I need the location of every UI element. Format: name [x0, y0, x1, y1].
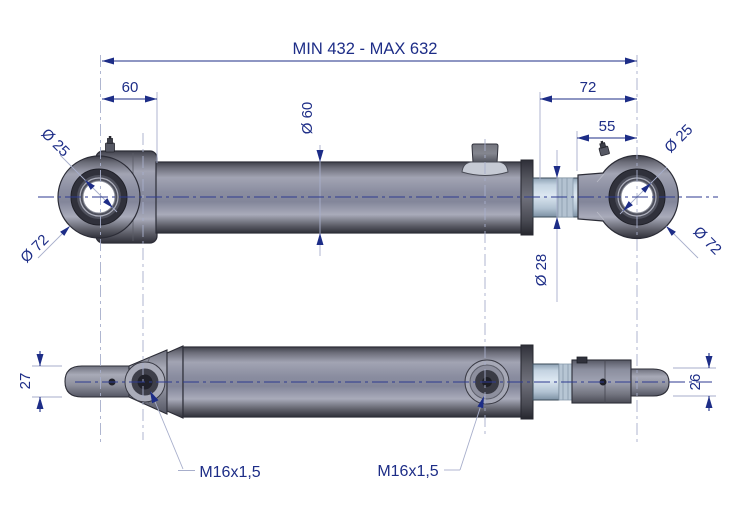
barrel-diameter-label: Ø 60 [299, 102, 316, 135]
dimension-lines [36, 57, 713, 412]
overall-length-label: MIN 432 - MAX 632 [293, 40, 438, 58]
top-plan-view [64, 344, 670, 420]
chamfer-line [596, 173, 605, 183]
grease-nipple-icon [105, 136, 115, 153]
offset-left-label: 60 [122, 79, 139, 96]
centerlines [38, 55, 718, 442]
chamfer-line [596, 211, 605, 221]
cap-shoulder [166, 345, 184, 419]
eye-width-left-label: 27 [17, 373, 34, 390]
eye-bore-right-label: Ø 25 [661, 121, 696, 156]
offset-right-label: 72 [580, 79, 597, 96]
grease-nipple-icon [598, 140, 610, 157]
rod-end-length-label: 55 [599, 118, 616, 135]
port-thread-left-label: M16x1,5 [199, 464, 260, 481]
eye-width-right-label: 26 [687, 374, 704, 391]
side-view [57, 136, 679, 244]
eye-bore-left-label: Ø 25 [38, 125, 73, 160]
shank-notch [576, 356, 588, 364]
port-thread-right-label: M16x1,5 [377, 463, 438, 480]
eye-outer-right-label: Ø 72 [690, 223, 725, 258]
rod-diameter-label: Ø 28 [533, 254, 550, 287]
